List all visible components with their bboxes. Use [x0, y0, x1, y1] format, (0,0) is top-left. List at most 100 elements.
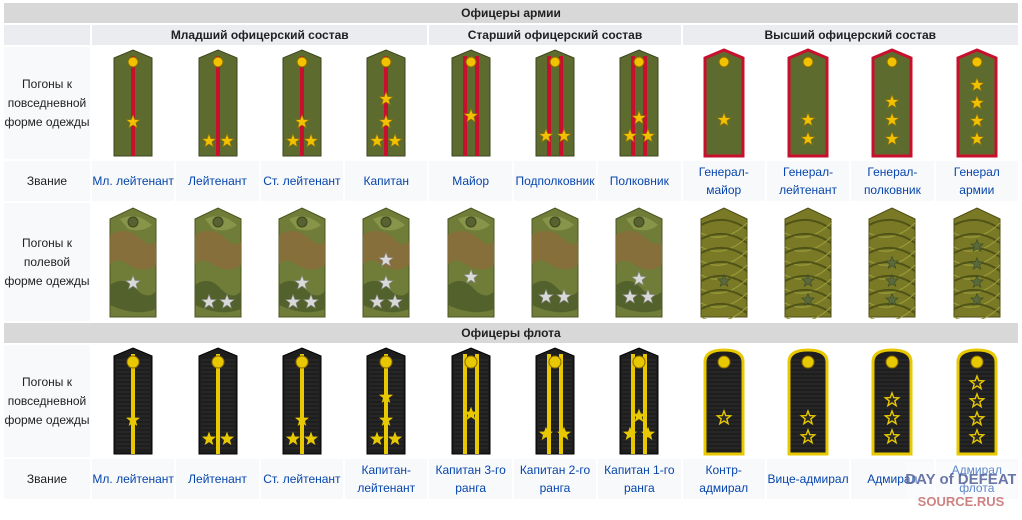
- navy-everyday-board-2[interactable]: [176, 345, 259, 457]
- army-field-board-6[interactable]: [513, 203, 597, 321]
- army-field-board-10[interactable]: [851, 203, 934, 321]
- star-icon: [968, 374, 986, 391]
- star-icon: [884, 131, 900, 146]
- star-icon: [302, 293, 319, 309]
- star-icon: [883, 391, 901, 408]
- star-icon: [378, 114, 394, 129]
- army-field-epaulette-image: [615, 207, 663, 318]
- star-icon: [556, 128, 572, 143]
- navy-rank-link[interactable]: Мл. лейтенант: [92, 472, 174, 486]
- army-rank-link[interactable]: Мл. лейтенант: [92, 174, 174, 188]
- navy-everyday-board-3[interactable]: [260, 345, 344, 457]
- star-icon: [379, 412, 394, 426]
- row-label-army-field: Погоны к полевой форме одежды: [4, 203, 90, 321]
- button-icon: [380, 216, 392, 228]
- army-rank-link[interactable]: Генерал-лейтенант: [779, 165, 837, 197]
- star-icon: [218, 293, 235, 309]
- army-rank-link[interactable]: Генерал-майор: [698, 165, 749, 197]
- navy-rank-link[interactable]: Вице-адмирал: [767, 472, 849, 486]
- army-everyday-board-1[interactable]: [92, 47, 175, 159]
- army-rank-link[interactable]: Лейтенант: [188, 174, 247, 188]
- star-icon: [387, 133, 403, 148]
- army-rank-link[interactable]: Капитан: [363, 174, 410, 188]
- army-field-board-8[interactable]: [682, 203, 765, 321]
- navy-everyday-board-5[interactable]: [429, 345, 512, 457]
- army-everyday-board-9[interactable]: [766, 47, 850, 159]
- star-icon: [200, 293, 217, 309]
- row-label-army-everyday: Погоны к повседневной форме одежды: [4, 47, 90, 159]
- button-icon: [465, 216, 477, 228]
- star-icon: [463, 108, 479, 123]
- button-icon: [295, 355, 309, 369]
- navy-rank-link[interactable]: Лейтенант: [188, 472, 247, 486]
- army-everyday-board-4[interactable]: [345, 47, 428, 159]
- navy-rank-link[interactable]: Контр-адмирал: [699, 463, 749, 495]
- button-icon: [127, 216, 139, 228]
- navy-rank-link[interactable]: Капитан-лейтенант: [357, 463, 416, 495]
- army-field-epaulette-image: [784, 207, 832, 319]
- navy-title: Офицеры флота: [4, 323, 1018, 343]
- button-icon: [632, 355, 646, 369]
- army-everyday-board-11[interactable]: [935, 47, 1018, 159]
- army-field-board-1[interactable]: [92, 203, 175, 321]
- row-label-navy-everyday: Погоны к повседневной форме одежды: [4, 345, 90, 457]
- army-field-board-7[interactable]: [598, 203, 681, 321]
- army-everyday-board-6[interactable]: [513, 47, 597, 159]
- navy-rank-link[interactable]: Капитан 3-го ранга: [435, 463, 506, 495]
- army-rank-link[interactable]: Генерал-полковник: [863, 165, 921, 197]
- navy-everyday-board-4[interactable]: [345, 345, 428, 457]
- army-field-board-11[interactable]: [935, 203, 1018, 321]
- army-title: Офицеры армии: [4, 3, 1018, 23]
- army-rank-link[interactable]: Генерал армии: [953, 165, 1000, 197]
- star-icon: [800, 131, 816, 146]
- army-field-board-4[interactable]: [345, 203, 428, 321]
- star-icon: [388, 431, 403, 445]
- army-field-board-2[interactable]: [176, 203, 259, 321]
- army-rank-link[interactable]: Полковник: [609, 174, 669, 188]
- navy-everyday-epaulette-image: [703, 348, 745, 456]
- star-icon: [969, 274, 984, 288]
- navy-everyday-board-9[interactable]: [766, 345, 850, 457]
- navy-everyday-board-7[interactable]: [598, 345, 681, 457]
- star-icon: [285, 133, 301, 148]
- navy-everyday-board-10[interactable]: [851, 345, 934, 457]
- navy-rank-link[interactable]: Капитан 2-го ранга: [519, 463, 591, 495]
- army-field-board-9[interactable]: [766, 203, 850, 321]
- army-everyday-board-3[interactable]: [260, 47, 344, 159]
- star-icon: [294, 114, 310, 129]
- navy-everyday-board-1[interactable]: [92, 345, 175, 457]
- button-icon: [718, 56, 730, 68]
- star-icon: [968, 410, 986, 427]
- star-icon: [631, 270, 648, 286]
- button-icon: [549, 56, 561, 68]
- navy-everyday-epaulette-image: [113, 347, 153, 455]
- navy-everyday-board-11[interactable]: [935, 345, 1018, 457]
- navy-rank-link[interactable]: Адмирал: [867, 472, 918, 486]
- navy-everyday-board-8[interactable]: [682, 345, 765, 457]
- navy-rank-link[interactable]: Капитан 1-го ранга: [604, 463, 675, 495]
- button-icon: [380, 56, 392, 68]
- star-icon: [303, 133, 319, 148]
- army-everyday-board-5[interactable]: [429, 47, 512, 159]
- navy-rank-link[interactable]: Ст. лейтенант: [263, 472, 341, 486]
- army-everyday-board-8[interactable]: [682, 47, 765, 159]
- army-field-board-3[interactable]: [260, 203, 344, 321]
- button-icon: [971, 56, 983, 68]
- navy-everyday-board-6[interactable]: [513, 345, 597, 457]
- army-everyday-board-7[interactable]: [598, 47, 681, 159]
- army-rank-link[interactable]: Ст. лейтенант: [263, 174, 341, 188]
- army-everyday-board-10[interactable]: [851, 47, 934, 159]
- army-rank-link[interactable]: Майор: [452, 174, 490, 188]
- button-icon: [801, 355, 815, 369]
- army-everyday-epaulette-image: [619, 49, 659, 157]
- army-rank-link[interactable]: Подполковник: [515, 174, 595, 188]
- star-icon: [800, 112, 816, 127]
- star-icon: [556, 288, 572, 304]
- army-field-board-5[interactable]: [429, 203, 512, 321]
- group-junior: Младший офицерский состав: [92, 25, 428, 45]
- navy-everyday-epaulette-image: [871, 348, 913, 456]
- navy-rank-cell: Капитан 3-го ранга: [429, 459, 512, 499]
- navy-rank-link[interactable]: Адмирал флота: [951, 463, 1002, 495]
- navy-everyday-epaulette-image: [535, 347, 575, 455]
- army-everyday-board-2[interactable]: [176, 47, 259, 159]
